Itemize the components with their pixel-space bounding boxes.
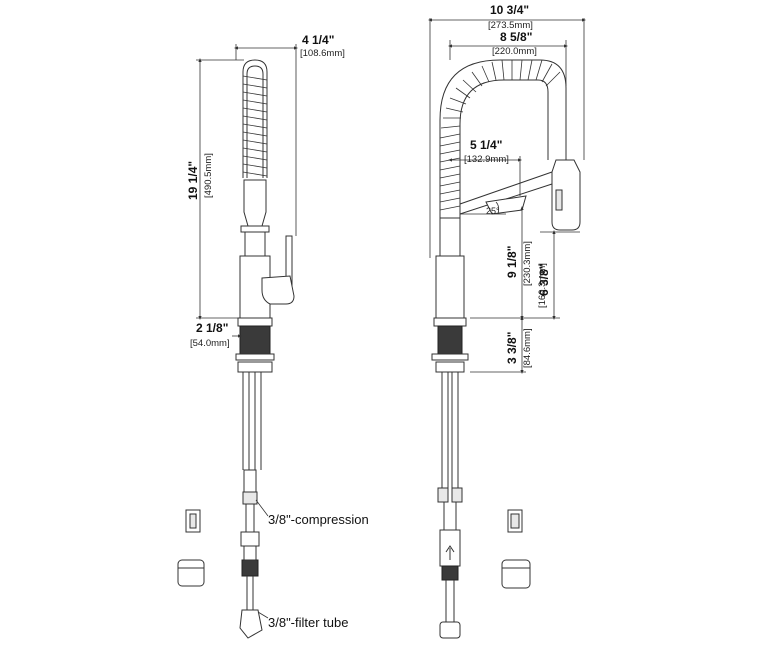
spring-arc [439,59,567,218]
dim-base-height: 3 3/8" [84.6mm] [470,316,533,374]
dim-base-label: 2 1/8" [196,321,228,335]
dim-spout-clearance: 9 1/8" [230.3mm] [505,206,533,320]
front-supply-hoses [437,372,463,639]
dim-spout-reach: 8 5/8" [220.0mm] [448,30,568,86]
front-base-gasket [437,325,463,355]
front-weight-clip [507,509,523,533]
faucet-body [244,231,266,257]
base-gasket [239,325,271,355]
callout-compression-label: 3/8"-compression [268,512,369,527]
dim-base-mm: [54.0mm] [190,338,230,349]
supply-hoses [239,372,263,639]
dim-base: 2 1/8" [54.0mm] [190,321,242,349]
spray-head [243,179,267,227]
dim-side-width-mm: [108.6mm] [300,48,345,59]
dim-spray-clearance-mm: [160.3mm] [537,263,548,308]
dim-arm-reach-mm: [132.9mm] [464,154,509,165]
dim-spray-clearance-label: 6 3/8" [537,264,551,296]
dim-height: 19 1/4" [490.5mm] [186,58,244,320]
hose-weight [177,559,205,587]
callout-compression: 3/8"-compression [255,499,369,527]
front-view: 10 3/4" [273.5mm] 8 5/8" [220.0mm] 5 1/4… [428,3,586,639]
weight-clip [185,509,201,533]
side-view: 4 1/4" [108.6mm] 19 1/4" [490.5mm] 2 1/8… [177,33,369,639]
dim-height-mm: [490.5mm] [203,153,214,198]
dim-arm-reach: 5 1/4" [132.9mm] [448,138,522,196]
callout-filter-tube: 3/8"-filter tube [257,611,349,630]
front-spray-head [551,159,581,231]
dim-total-reach: 10 3/4" [273.5mm] [428,3,586,258]
dim-base-height-mm: [84.6mm] [522,328,533,368]
front-body [435,255,465,319]
dim-side-width: 4 1/4" [108.6mm] [234,33,345,236]
dim-total-reach-mm: [273.5mm] [488,20,533,31]
angle-label: 25° [486,206,500,216]
dim-spray-clearance: 6 3/8" [160.3mm] [470,230,580,320]
spring-coil [242,59,268,178]
dim-total-reach-label: 10 3/4" [490,3,529,17]
dim-height-label: 19 1/4" [186,161,200,200]
dim-spout-clearance-label: 9 1/8" [505,246,519,278]
callout-filter-tube-label: 3/8"-filter tube [268,615,349,630]
dim-spout-clearance-mm: [230.3mm] [522,241,533,286]
base-ring [237,317,273,327]
dim-base-height-label: 3 3/8" [505,332,519,364]
dim-spout-reach-mm: [220.0mm] [492,46,537,57]
angle-annotation: 25° [460,201,506,216]
front-hose-weight [501,559,531,589]
dim-spout-reach-label: 8 5/8" [500,30,532,44]
handle [261,235,295,305]
dim-arm-reach-label: 5 1/4" [470,138,502,152]
dim-side-width-label: 4 1/4" [302,33,334,47]
